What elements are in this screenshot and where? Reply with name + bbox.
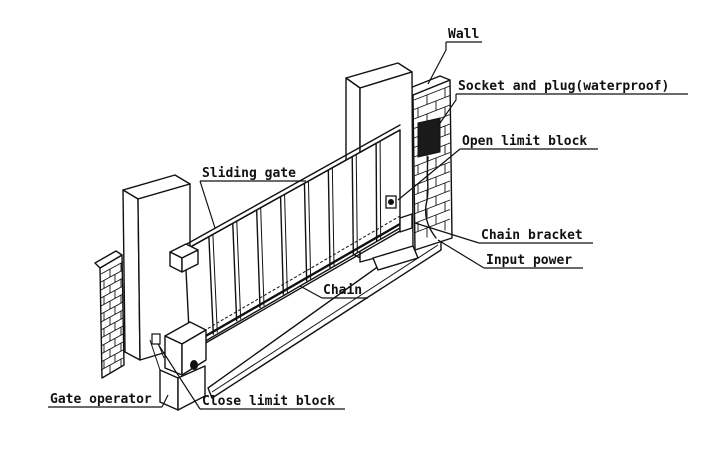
brick-course <box>100 333 124 347</box>
label-open-limit-block: Open limit block <box>462 134 587 149</box>
gate-picket <box>232 223 238 322</box>
gate-picket <box>255 209 261 309</box>
brick-course <box>413 85 451 101</box>
label-wall: Wall <box>448 27 479 42</box>
brick-course <box>413 171 451 186</box>
label-close-limit-block: Close limit block <box>202 394 335 409</box>
gate-picket <box>208 236 215 335</box>
brick-course <box>100 309 124 323</box>
leader-lines <box>48 41 688 410</box>
brick-course <box>413 95 451 110</box>
gate-picket <box>212 234 218 333</box>
brick-course <box>100 301 124 315</box>
brick-course <box>100 285 124 299</box>
label-input-power: Input power <box>486 253 572 268</box>
chain <box>194 215 401 337</box>
gate-picket <box>379 141 382 240</box>
brick-course <box>413 152 451 167</box>
brick-course <box>100 325 124 339</box>
brick-course <box>413 199 451 215</box>
brick-course <box>100 317 124 331</box>
close-limit-block <box>151 333 161 345</box>
gate-picket <box>351 156 355 255</box>
gate-picket <box>236 221 242 320</box>
sliding-gate <box>169 124 402 353</box>
brick-course <box>100 341 124 355</box>
left-pillar <box>122 174 191 361</box>
gate-picket <box>327 169 331 269</box>
brick-course <box>413 161 451 177</box>
label-gate-operator: Gate operator <box>50 392 152 407</box>
gate-picket <box>284 194 288 293</box>
label-sliding-gate: Sliding gate <box>202 166 296 181</box>
socket-and-plug <box>417 117 441 239</box>
gate-operator <box>149 321 207 411</box>
gate-picket <box>279 196 285 295</box>
brick-course <box>100 277 124 291</box>
label-chain: Chain <box>323 283 362 298</box>
brick-course <box>100 357 124 371</box>
gate-picket <box>303 183 308 282</box>
gate-picket <box>331 167 335 267</box>
brick-course <box>413 104 451 120</box>
brick-course <box>100 293 124 307</box>
open-limit-block <box>385 195 397 209</box>
left-brick-wall <box>94 250 125 379</box>
brick-course <box>100 269 124 283</box>
brick-course <box>100 349 124 363</box>
gate-picket <box>260 207 265 307</box>
brick-course <box>413 180 451 196</box>
brick-course <box>413 209 451 224</box>
chain-bracket <box>399 213 413 233</box>
gate-picket <box>355 154 358 253</box>
gate-picket <box>375 143 378 242</box>
brick-course <box>413 218 451 234</box>
label-chain-bracket: Chain bracket <box>481 228 583 243</box>
brick-course <box>100 261 124 275</box>
gate-picket <box>307 181 312 280</box>
brick-course <box>413 190 451 205</box>
ground-track <box>207 239 442 399</box>
label-socket-and-plug: Socket and plug(waterproof) <box>458 79 669 94</box>
